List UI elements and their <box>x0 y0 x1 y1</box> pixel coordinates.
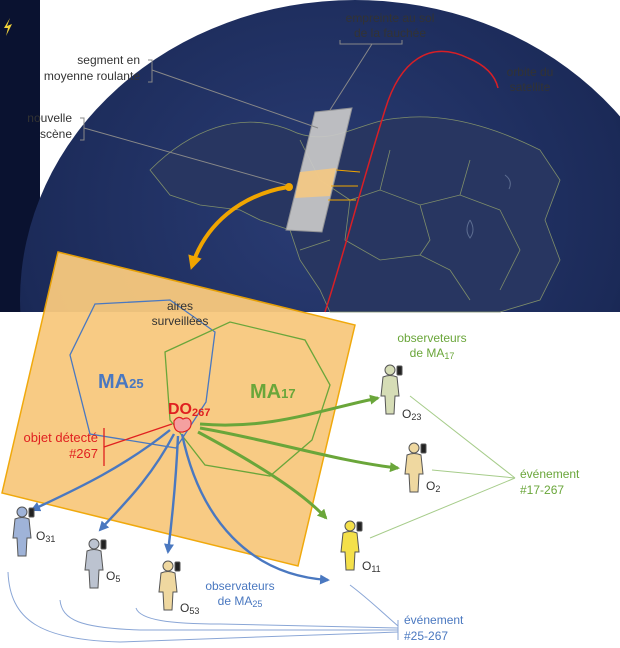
observers-ma17-label-1: observeteurs <box>397 331 466 345</box>
event25-label-1: événement <box>404 613 464 627</box>
detected-object-id: DO267 <box>168 401 210 419</box>
scene-point <box>285 183 293 191</box>
new-scene-band <box>295 168 336 198</box>
observers-ma25-label-2: de MA25 <box>218 594 263 609</box>
event25-lines <box>7 571 399 643</box>
detected-object-icon <box>173 416 192 433</box>
orbit-tail <box>467 57 499 89</box>
new-scene-label-1: nouvelle <box>27 111 72 125</box>
zoom-arrow <box>188 185 289 270</box>
observer-o23: O23 <box>380 364 421 422</box>
svg-text:O53: O53 <box>180 601 199 616</box>
orbit-label-2: satellite <box>510 80 551 94</box>
ma17-label: MA17 <box>250 381 296 403</box>
event17-label-1: événement <box>520 467 580 481</box>
event17-lines <box>369 395 516 539</box>
svg-text:O11: O11 <box>362 559 381 574</box>
label-leaders <box>80 40 403 187</box>
observer-o11: O11 <box>340 520 381 574</box>
rolling-segment-label-1: segment en <box>77 53 140 67</box>
ma25-label: MA25 <box>98 371 144 393</box>
lightning-icon <box>4 18 12 36</box>
orbit-label-1: orbite du <box>507 65 554 79</box>
svg-text:O31: O31 <box>36 529 55 544</box>
ma25-notification-arrows <box>30 429 330 585</box>
africa-landmass <box>149 116 561 313</box>
monitored-areas-label-1: aires <box>167 299 193 313</box>
observer-o53: O53 <box>158 560 199 616</box>
event17-label-2: #17-267 <box>520 483 564 497</box>
detected-object-label-1: objet détecté <box>24 430 98 445</box>
observer-o2: O2 <box>404 442 440 494</box>
svg-text:O2: O2 <box>426 479 440 494</box>
satellite-orbit <box>324 50 469 313</box>
svg-text:O23: O23 <box>402 407 421 422</box>
event25-label-2: #25-267 <box>404 629 448 643</box>
observers-ma17-label-2: de MA17 <box>410 346 455 361</box>
scene-guide-lines <box>328 169 361 201</box>
detected-object-leader <box>103 423 173 466</box>
monitored-areas-label-2: surveillées <box>152 314 209 328</box>
coastline-lakes <box>466 174 511 239</box>
observers-ma25-label-1: observateurs <box>205 579 274 593</box>
svg-text:O5: O5 <box>106 569 120 584</box>
ma17-notification-arrows <box>197 394 400 520</box>
swath-footprint-label-1: empreinte au sol <box>346 11 435 25</box>
observer-o31: O31 <box>12 506 55 557</box>
new-scene-label-2: scène <box>40 127 72 141</box>
observer-o5: O5 <box>84 538 120 589</box>
swath-footprint-label-2: de la fauchée <box>354 26 426 40</box>
detected-object-label-2: #267 <box>69 446 98 461</box>
rolling-segment-label-2: moyenne roulante <box>44 69 140 83</box>
country-borders <box>299 139 521 301</box>
